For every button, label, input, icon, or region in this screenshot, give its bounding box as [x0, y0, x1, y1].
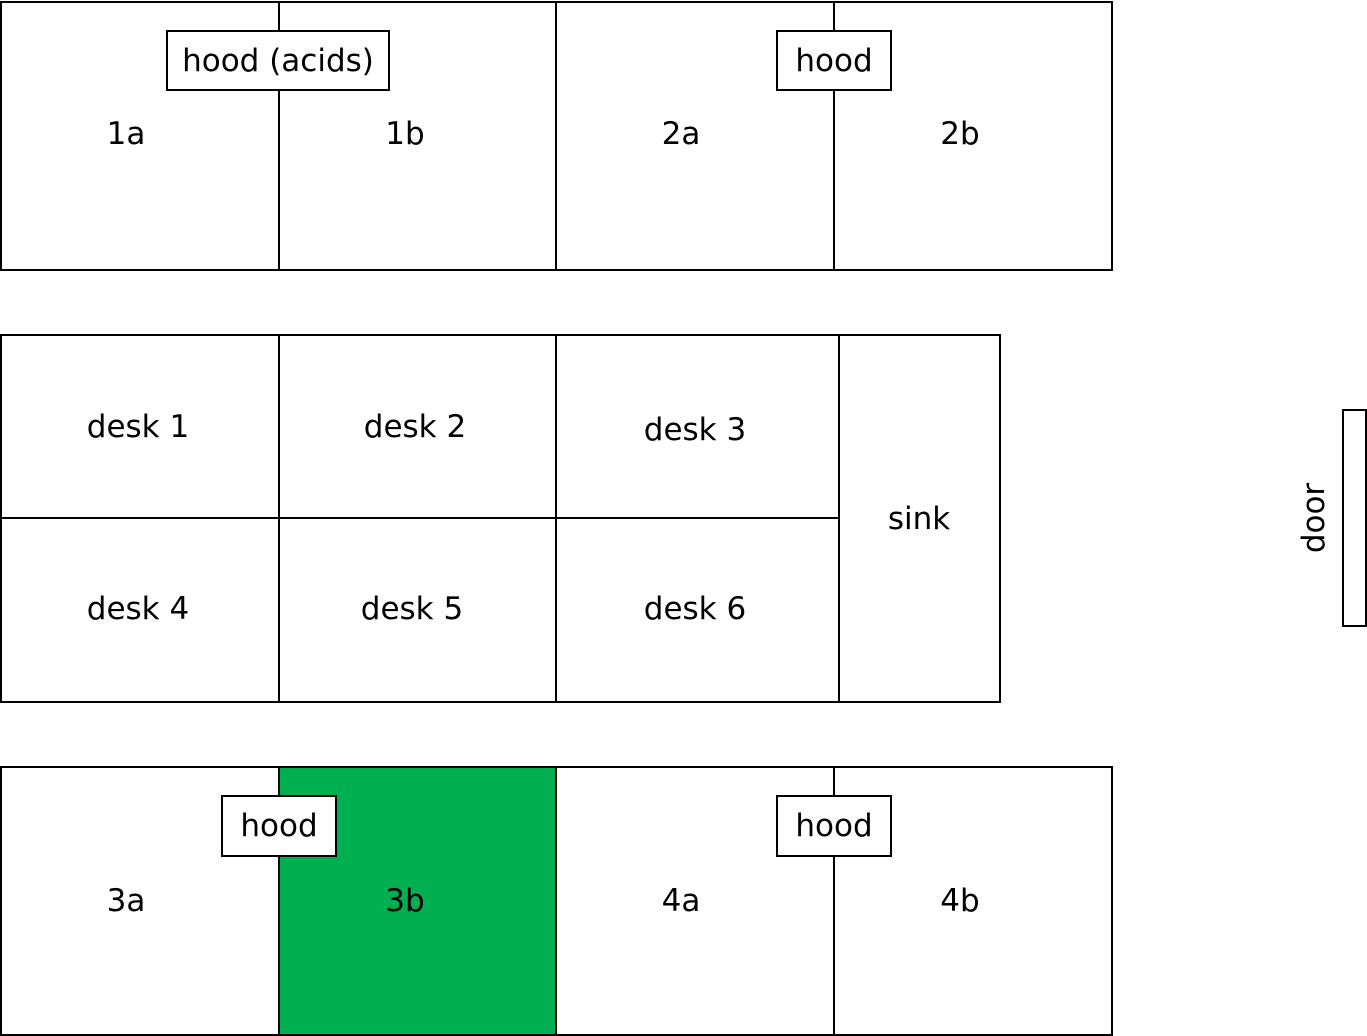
bench-1a-label: 1a [106, 116, 146, 152]
hood-bottom-right[interactable]: hood [776, 795, 892, 857]
hood-top-right[interactable]: hood [776, 30, 892, 91]
bench-4a-label: 4a [661, 883, 701, 919]
desk-2[interactable] [278, 334, 557, 519]
desk-5[interactable] [278, 517, 557, 703]
desk-3[interactable] [555, 334, 840, 519]
bench-3a-label: 3a [106, 883, 146, 919]
desk-1[interactable] [0, 334, 280, 519]
desk-3-label: desk 3 [643, 412, 747, 448]
desk-6-label: desk 6 [643, 591, 747, 627]
bench-1b-label: 1b [385, 116, 425, 152]
desk-6[interactable] [555, 517, 840, 703]
hood-bottom-left[interactable]: hood [221, 795, 337, 857]
door[interactable] [1342, 409, 1367, 627]
sink[interactable] [838, 334, 1001, 703]
bench-2a-label: 2a [661, 116, 701, 152]
desk-2-label: desk 2 [363, 409, 467, 445]
sink-label: sink [887, 501, 951, 537]
bench-2b-label: 2b [940, 116, 980, 152]
door-label: door [1296, 482, 1332, 554]
desk-4[interactable] [0, 517, 280, 703]
bench-3b-label: 3b [385, 883, 425, 919]
desk-5-label: desk 5 [360, 591, 464, 627]
desk-1-label: desk 1 [86, 409, 190, 445]
bench-4b-label: 4b [940, 883, 980, 919]
desk-4-label: desk 4 [86, 591, 190, 627]
hood-acids-top-left[interactable]: hood (acids) [166, 30, 390, 91]
